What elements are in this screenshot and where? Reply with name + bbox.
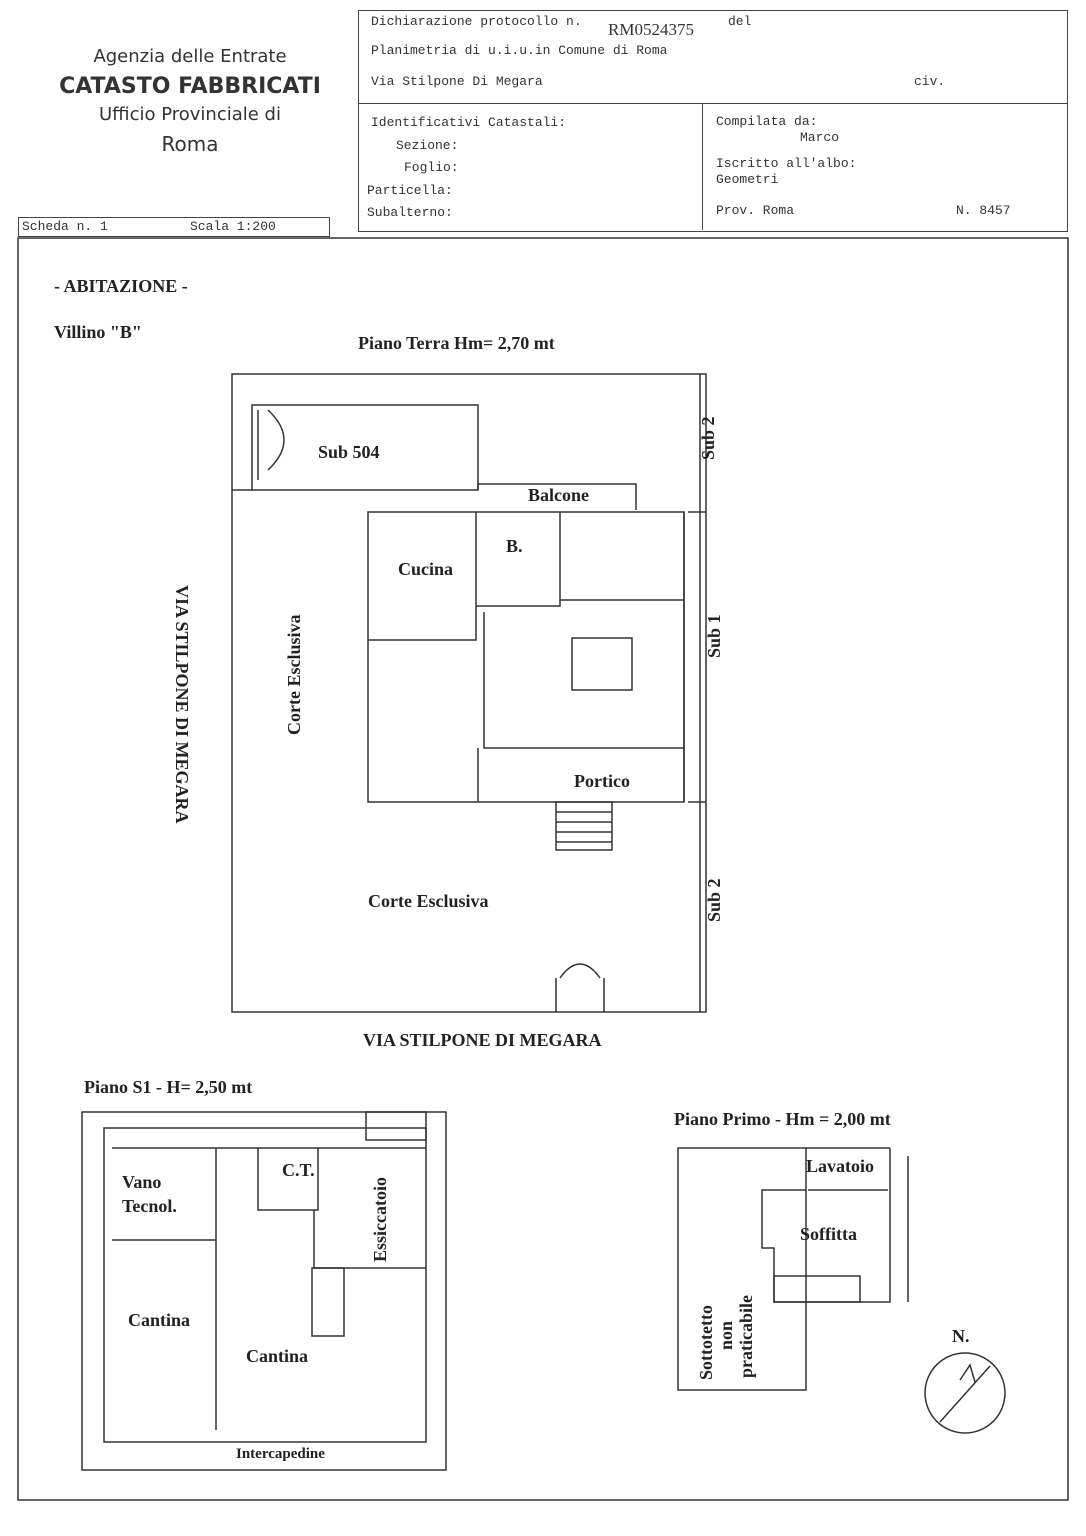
- bagno-label: B.: [506, 536, 523, 556]
- protocol-label: Dichiarazione protocollo n.: [371, 14, 582, 29]
- sottotetto-praticabile-label: praticabile: [736, 1295, 756, 1378]
- cantina-main-label: Cantina: [246, 1346, 308, 1366]
- essiccatoio-label: Essiccatoio: [370, 1177, 390, 1262]
- north-label: N.: [952, 1326, 970, 1346]
- planimetria-text: Planimetria di u.i.u.in Comune di Roma: [371, 43, 668, 58]
- registration-number: N. 8457: [956, 203, 1011, 218]
- balcone-label: Balcone: [528, 485, 589, 505]
- sub504-label: Sub 504: [318, 442, 380, 462]
- first-floor-plan: [677, 1147, 909, 1391]
- sottotetto-label: Sottotetto: [696, 1305, 716, 1380]
- particella-label: Particella:: [367, 183, 453, 198]
- piano-primo-title: Piano Primo - Hm = 2,00 mt: [674, 1109, 891, 1129]
- catasto-title: CATASTO FABBRICATI: [59, 74, 321, 99]
- corte-esclusiva-side: Corte Esclusiva: [284, 615, 304, 736]
- ident-title: Identificativi Catastali:: [371, 115, 567, 130]
- header-divider: [702, 103, 703, 230]
- street-bottom-label: VIA STILPONE DI MEGARA: [363, 1030, 602, 1050]
- protocol-number: RM0524375: [608, 20, 694, 39]
- subalterno-label: Subalterno:: [367, 205, 453, 220]
- iscritto-label: Iscritto all'albo:: [716, 156, 857, 171]
- province-label: Prov. Roma: [716, 203, 795, 218]
- ct-label: C.T.: [282, 1160, 315, 1180]
- corte-esclusiva-bottom: Corte Esclusiva: [368, 891, 489, 911]
- address-text: Via Stilpone Di Megara: [371, 74, 543, 89]
- sezione-label: Sezione:: [396, 138, 459, 153]
- sub2-top-label: Sub 2: [698, 416, 718, 460]
- office-city: Roma: [161, 132, 219, 156]
- cucina-label: Cucina: [398, 559, 453, 579]
- vano-label: Vano: [122, 1172, 161, 1192]
- albo-value: Geometri: [716, 172, 779, 187]
- foglio-label: Foglio:: [404, 160, 459, 175]
- piano-terra-title: Piano Terra Hm= 2,70 mt: [358, 333, 555, 353]
- piano-s1-title: Piano S1 - H= 2,50 mt: [84, 1077, 252, 1097]
- header-box-bottom: [358, 103, 1068, 232]
- compilatore-name: Marco: [800, 130, 840, 145]
- tecnol-label: Tecnol.: [122, 1196, 177, 1216]
- sottotetto-non-label: non: [716, 1321, 736, 1350]
- lavatoio-label: Lavatoio: [806, 1156, 874, 1176]
- basement-plan: [81, 1111, 447, 1471]
- plan-frame: [17, 237, 1069, 1501]
- villino-label: Villino "B": [54, 322, 142, 342]
- portico-label: Portico: [574, 771, 630, 791]
- abitazione-title: - ABITAZIONE -: [54, 276, 188, 296]
- sub2-bottom-label: Sub 2: [704, 878, 724, 922]
- sub1-label: Sub 1: [704, 614, 724, 658]
- scala-label: Scala 1:200: [190, 219, 276, 234]
- scheda-box: [18, 217, 330, 237]
- street-side-label: VIA STILPONE DI MEGARA: [172, 585, 192, 824]
- civico-label: civ.: [914, 74, 946, 89]
- intercapedine-label: Intercapedine: [236, 1446, 325, 1462]
- soffitta-label: Soffitta: [800, 1224, 857, 1244]
- scheda-label: Scheda n. 1: [22, 219, 108, 234]
- del-label: del: [728, 14, 752, 29]
- cantina-left-label: Cantina: [128, 1310, 190, 1330]
- agency-name: Agenzia delle Entrate: [93, 46, 287, 67]
- office-label: Ufficio Provinciale di: [99, 104, 281, 125]
- ground-floor-plan: [231, 373, 1006, 1434]
- compilata-label: Compilata da:: [716, 114, 818, 129]
